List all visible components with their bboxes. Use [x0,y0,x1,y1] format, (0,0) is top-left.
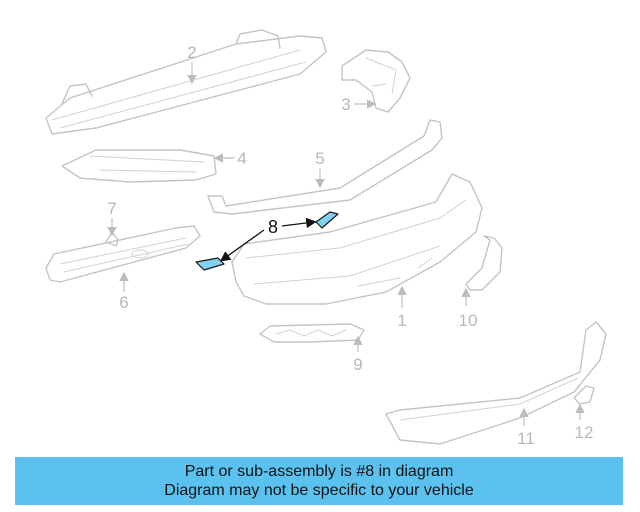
bracket-8-right [315,211,339,229]
impact-bar-part [45,29,327,135]
lower-valance-part [385,321,607,445]
energy-absorber-part [45,225,201,283]
bumper-cover-part [231,173,483,305]
callout-9: 9 [353,355,362,374]
callout-4: 4 [237,149,246,168]
callout-6: 6 [119,293,128,312]
step-pad-part [259,323,365,343]
callout-5: 5 [315,149,324,168]
callout-7: 7 [107,199,116,218]
banner-line-2: Diagram may not be specific to your vehi… [164,482,474,499]
callout-1: 1 [397,311,406,330]
highlighted-bracket-part [195,211,339,271]
banner-line-1: Part or sub-assembly is #8 in diagram [184,463,454,480]
small-bracket-part [573,385,595,405]
side-molding-part [465,235,503,291]
callout-12: 12 [575,423,594,442]
callout-10: 10 [459,311,478,330]
parts-diagram: 1 2 3 4 5 6 7 8 9 10 11 12 [45,29,607,448]
support-part [61,149,217,183]
clip-part [105,231,119,247]
callout-11: 11 [517,429,535,448]
bracket-part [341,49,411,113]
callout-8: 8 [268,217,278,237]
callout-3: 3 [341,95,350,114]
leader-lines [107,62,585,426]
bracket-8-left [195,257,225,271]
callout-2: 2 [187,43,196,62]
info-banner: Part or sub-assembly is #8 in diagram Di… [15,457,623,505]
upper-cover-part [207,119,443,215]
